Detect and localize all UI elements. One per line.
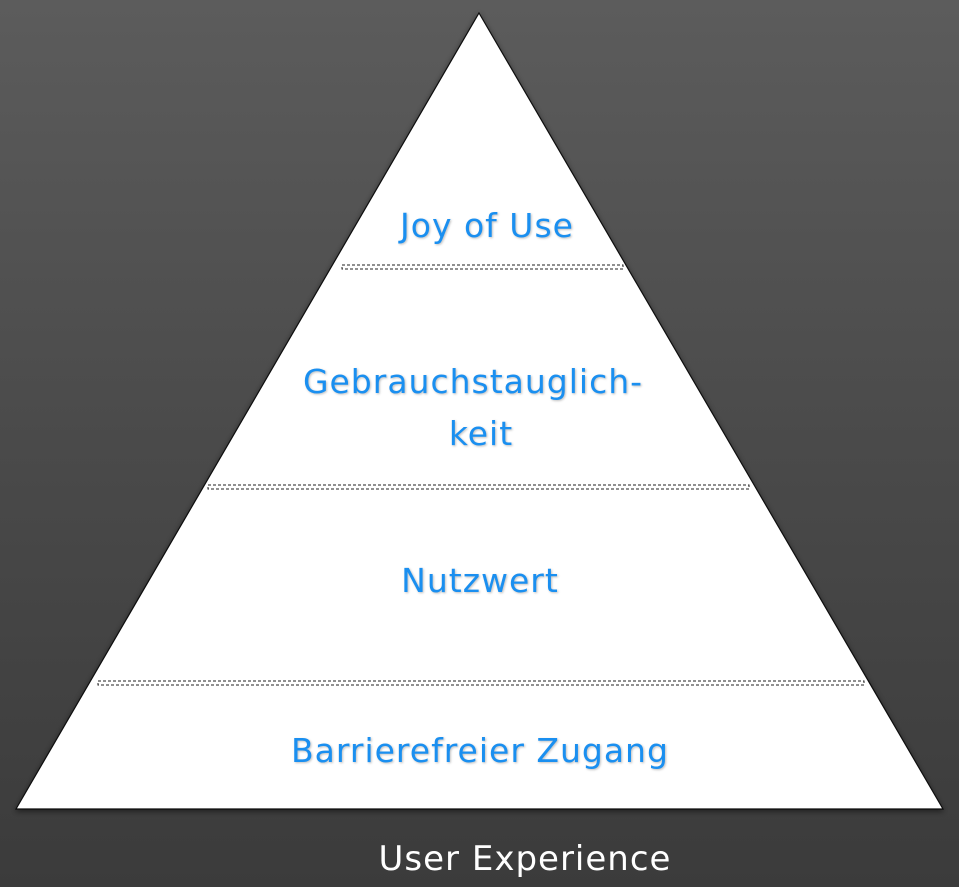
level-gebrauchstauglichkeit-line1: Gebrauchstauglich- bbox=[303, 362, 643, 401]
level-gebrauchstauglichkeit-line2: keit bbox=[449, 414, 513, 453]
caption-user-experience: User Experience bbox=[379, 839, 672, 879]
pyramid-triangle bbox=[14, 11, 945, 810]
divider-1 bbox=[341, 264, 624, 270]
divider-2 bbox=[207, 484, 750, 490]
level-nutzwert: Nutzwert bbox=[401, 561, 559, 600]
level-barrierefreier-zugang: Barrierefreier Zugang bbox=[291, 731, 669, 770]
divider-3 bbox=[97, 680, 865, 686]
level-joy-of-use: Joy of Use bbox=[398, 206, 574, 245]
